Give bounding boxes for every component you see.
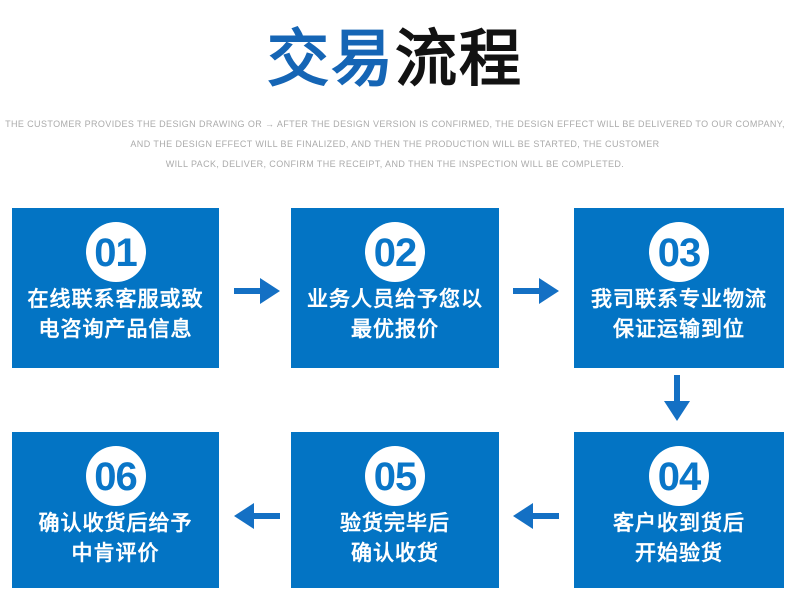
- step-description-line-1: 业务人员给予您以: [307, 288, 483, 311]
- page-title-highlight: 交易: [266, 25, 395, 94]
- step-number-circle: 06: [85, 446, 146, 506]
- step-number: 06: [94, 455, 137, 499]
- step-number-circle: 03: [649, 222, 709, 282]
- step-number: 05: [373, 455, 417, 499]
- step-description-line-1: 我司联系专业物流: [591, 288, 767, 311]
- arrow-left-icon: [513, 502, 559, 530]
- step-number: 02: [373, 231, 417, 275]
- step-description: 我司联系专业物流 保证运输到位: [591, 285, 767, 345]
- arrow-left-icon: [234, 502, 280, 530]
- step-box-06: 06 确认收货后给予 中肯评价: [12, 432, 219, 588]
- step-description: 验货完毕后 确认收货: [340, 509, 450, 569]
- step-number: 01: [94, 231, 137, 275]
- step-number-circle: 05: [365, 446, 425, 506]
- page-title: 交易流程: [0, 20, 790, 100]
- step-number-circle: 02: [365, 222, 425, 282]
- arrow-right-icon: [513, 277, 559, 305]
- step-description-line-2: 保证运输到位: [613, 318, 745, 341]
- subtitle: THE CUSTOMER PROVIDES THE DESIGN DRAWING…: [0, 114, 790, 174]
- step-description-line-2: 中肯评价: [71, 542, 160, 565]
- subtitle-line-1: THE CUSTOMER PROVIDES THE DESIGN DRAWING…: [5, 119, 785, 129]
- step-description-line-1: 验货完毕后: [340, 512, 450, 535]
- step-box-01: 01 在线联系客服或致 电咨询产品信息: [12, 208, 219, 368]
- step-description-line-2: 确认收货: [351, 542, 439, 565]
- step-description: 业务人员给予您以 最优报价: [307, 285, 483, 345]
- step-description-line-2: 最优报价: [351, 318, 439, 341]
- step-description: 在线联系客服或致 电咨询产品信息: [28, 285, 204, 345]
- step-description-line-1: 客户收到货后: [613, 512, 745, 535]
- step-box-02: 02 业务人员给予您以 最优报价: [291, 208, 499, 368]
- step-box-04: 04 客户收到货后 开始验货: [574, 432, 784, 588]
- subtitle-line-3: WILL PACK, DELIVER, CONFIRM THE RECEIPT,…: [165, 159, 625, 169]
- arrow-down-icon: [663, 375, 691, 421]
- step-description-line-2: 电咨询产品信息: [38, 318, 193, 341]
- step-number-circle: 04: [649, 446, 709, 506]
- step-description-line-2: 开始验货: [635, 542, 723, 565]
- step-number: 04: [657, 455, 701, 499]
- step-number: 03: [657, 231, 701, 275]
- step-number-circle: 01: [85, 222, 146, 282]
- arrow-right-icon: [234, 277, 280, 305]
- page-title-rest: 流程: [395, 25, 524, 94]
- step-box-03: 03 我司联系专业物流 保证运输到位: [574, 208, 784, 368]
- subtitle-line-2: AND THE DESIGN EFFECT WILL BE FINALIZED,…: [130, 139, 660, 149]
- step-description-line-1: 在线联系客服或致: [27, 288, 204, 311]
- step-description: 确认收货后给予 中肯评价: [39, 509, 193, 569]
- step-box-05: 05 验货完毕后 确认收货: [291, 432, 499, 588]
- step-description-line-1: 确认收货后给予: [38, 512, 193, 535]
- step-description: 客户收到货后 开始验货: [613, 509, 745, 569]
